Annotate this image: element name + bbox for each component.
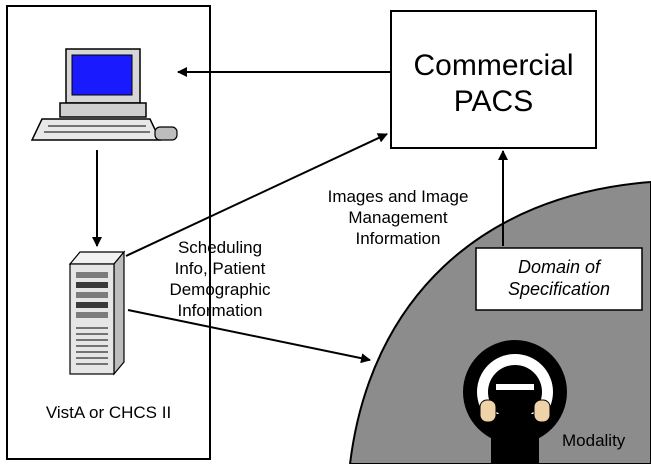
- scheduling-label-line2: Info, Patient: [174, 259, 266, 278]
- images-label-line2: Management: [348, 208, 448, 227]
- domain-of-specification-label: Domain of Specification: [476, 256, 642, 300]
- scheduling-label-line1: Scheduling: [177, 238, 263, 257]
- commercial-pacs-label-line2: PACS: [453, 85, 534, 118]
- arrow-server-to-pacs: [125, 133, 388, 257]
- images-management-edge-label: Images and Image Management Information: [300, 186, 496, 249]
- ct-scanner-icon: [463, 340, 567, 464]
- commercial-pacs-box: [390, 10, 597, 149]
- commercial-pacs-label-line1: Commercial: [413, 49, 574, 82]
- domain-label-line2: Specification: [507, 279, 611, 299]
- scheduling-label-line4: Information: [177, 301, 263, 320]
- arrow-server-to-modality: [127, 309, 371, 364]
- scheduling-label-line3: Demographic: [169, 280, 271, 299]
- vista-system-label: VistA or CHCS II: [45, 403, 172, 422]
- images-label-line3: Information: [355, 229, 441, 248]
- computer-workstation-icon: [30, 48, 178, 141]
- server-tower-icon: [68, 250, 126, 376]
- domain-label-box: [475, 247, 643, 311]
- modality-label: Modality: [562, 431, 626, 450]
- scheduling-edge-label: Scheduling Info, Patient Demographic Inf…: [138, 237, 302, 321]
- commercial-pacs-label: Commercial PACS: [391, 48, 596, 120]
- images-label-line1: Images and Image: [327, 187, 469, 206]
- domain-label-line1: Domain of: [517, 257, 601, 277]
